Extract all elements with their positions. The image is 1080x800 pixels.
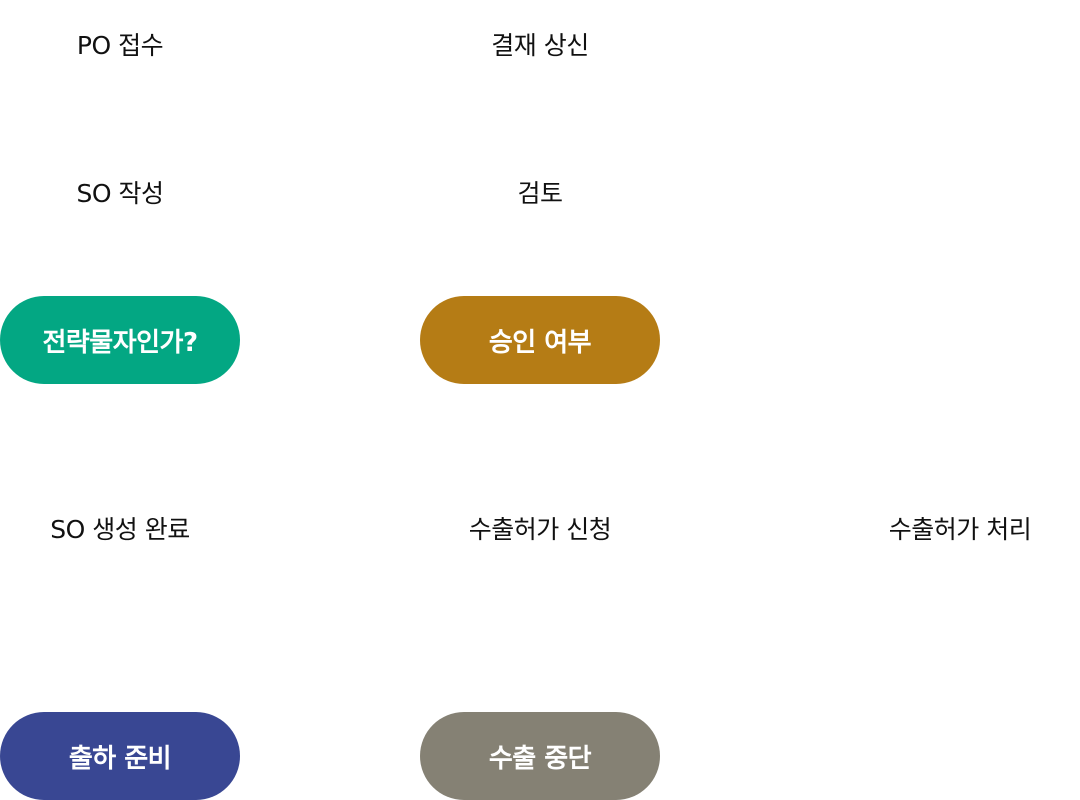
- node-label: SO 작성: [76, 179, 165, 208]
- node-so-created: SO 생성 완료: [0, 484, 240, 572]
- node-label: 수출허가 신청: [468, 515, 612, 544]
- node-export-license-apply: 수출허가 신청: [420, 484, 660, 572]
- terminal-shipping-prep[interactable]: 출하 준비: [0, 712, 240, 800]
- node-po-receipt: PO 접수: [0, 0, 240, 88]
- node-label: 전략물자인가?: [42, 327, 198, 358]
- node-label: PO 접수: [76, 31, 164, 60]
- decision-strategic-goods[interactable]: 전략물자인가?: [0, 296, 240, 384]
- node-review: 검토: [420, 148, 660, 236]
- node-export-license-process: 수출허가 처리: [840, 484, 1080, 572]
- terminal-export-halt[interactable]: 수출 중단: [420, 712, 660, 800]
- node-approval-request: 결재 상신: [420, 0, 660, 88]
- node-label: 승인 여부: [488, 327, 592, 358]
- node-label: 출하 준비: [68, 743, 172, 774]
- node-so-create: SO 작성: [0, 148, 240, 236]
- node-label: 검토: [517, 179, 563, 208]
- decision-approval[interactable]: 승인 여부: [420, 296, 660, 384]
- node-label: 수출허가 처리: [888, 515, 1032, 544]
- node-label: 수출 중단: [488, 743, 592, 774]
- node-label: SO 생성 완료: [50, 515, 190, 544]
- node-label: 결재 상신: [491, 31, 589, 60]
